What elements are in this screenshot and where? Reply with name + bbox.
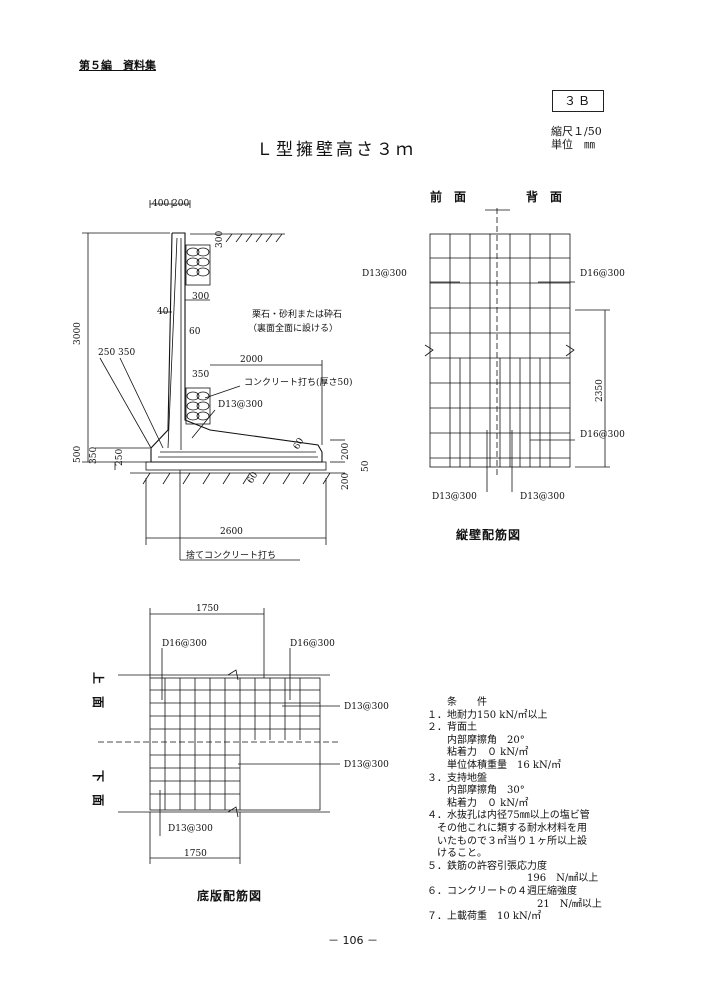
condition-line: 内部摩擦角 20° — [427, 734, 525, 746]
wall-rebar-bottom-left: D13@300 — [432, 492, 477, 502]
section-dim-500: 500 — [73, 446, 83, 463]
lean-concrete-note: 捨てコンクリート打ち — [186, 549, 276, 561]
condition-line: その他これに類する耐水材料を用 — [427, 822, 587, 834]
lean-concrete — [145, 461, 327, 471]
scale-text: 縮尺１/50 — [551, 125, 602, 138]
section-dim-300a: 300 — [215, 231, 225, 248]
wall-back-label: 背 面 — [526, 189, 562, 204]
page-number: － 106 － — [328, 934, 378, 947]
section-dim-40: 40 — [157, 307, 169, 317]
slab-rebar-right-1: D13@300 — [344, 702, 389, 712]
ground-surface-hatch — [225, 233, 283, 243]
gravel-note-line2: （裏面全面に設ける） — [248, 322, 338, 334]
condition-line: 196 N/㎟以上 — [427, 873, 599, 885]
wall-rebar-left-top: D13@300 — [362, 269, 407, 279]
condition-line: ４．水抜孔は内径75㎜以上の塩ビ管 — [427, 810, 590, 822]
condition-line: ３．支持地盤 — [427, 772, 487, 784]
section-dim-50: 50 — [361, 460, 371, 472]
wall-elevation-grid — [424, 208, 610, 492]
scale-unit-block: 縮尺１/50 単位 ㎜ — [551, 125, 602, 151]
condition-line: ７．上載荷重 10 kN/㎡ — [427, 911, 542, 923]
section-rebar-d13: D13@300 — [218, 400, 263, 410]
section-dim-200b: 200 — [341, 473, 351, 490]
slab-rebar-caption: 底版配筋図 — [197, 889, 263, 903]
condition-line: ６．コンクリートの４週圧縮強度 — [427, 885, 577, 897]
section-dim-250: 250 — [115, 449, 125, 466]
conditions-block: 条 件 １．地耐力150 kN/㎡以上 ２．背面土 内部摩擦角 20° 粘着力 … — [427, 697, 602, 924]
section-dim-350a: 350 — [192, 370, 209, 380]
wall-rebar-bottom-right: D13@300 — [520, 492, 565, 502]
slab-plan-frame — [149, 677, 321, 811]
section-header: 第５編 資料集 — [79, 59, 156, 72]
wall-outline — [150, 232, 323, 463]
condition-line: いたもので３㎡当り１ヶ所以上設 — [427, 835, 587, 847]
gravel-drain — [185, 244, 211, 425]
condition-line: 条 件 — [427, 697, 487, 708]
section-dim-top: 400 200 — [152, 199, 189, 209]
condition-line: ２．背面土 — [427, 722, 477, 734]
section-dim-2600: 2600 — [220, 527, 243, 537]
wall-rebar-right-top: D16@300 — [580, 269, 625, 279]
slab-plan-grid — [98, 608, 340, 864]
sheet-number-box: ３Ｂ — [552, 90, 604, 112]
section-dim-200a: 200 — [341, 443, 351, 460]
condition-line: 内部摩擦角 30° — [427, 785, 525, 797]
unit-text: 単位 ㎜ — [551, 138, 595, 151]
slab-dim-top: 1750 — [196, 604, 219, 614]
section-dim-2000: 2000 — [240, 355, 263, 365]
slab-rebar-right-2: D13@300 — [344, 760, 389, 770]
section-dim-250-350: 250 350 — [98, 348, 135, 358]
condition-line: 単位体積重量 16 kN/㎥ — [427, 759, 562, 771]
section-dim-350b: 350 — [89, 447, 99, 464]
concrete-note: コンクリート打ち(厚さ50) — [244, 376, 352, 388]
section-dim-300b: 300 — [192, 292, 209, 302]
drawing-title: Ｌ型擁壁高さ３ｍ — [256, 140, 416, 160]
slab-side-upper: 上 面 — [91, 672, 106, 708]
condition-line: 21 N/㎟以上 — [427, 898, 602, 910]
gravel-note-line1: 栗石・砂利または砕石 — [252, 308, 342, 320]
slab-rebar-bottom-left: D13@300 — [168, 824, 213, 834]
condition-line: ５．鉄筋の許容引張応力度 — [427, 860, 547, 872]
condition-line: 粘着力 ０ kN/㎡ — [427, 747, 529, 759]
retaining-wall-section — [82, 200, 345, 561]
condition-line: けること。 — [427, 848, 487, 860]
section-dim-60a: 60 — [189, 327, 201, 337]
slab-rebar-top-right: D16@300 — [290, 639, 335, 649]
ground-hatch — [142, 472, 331, 485]
slab-rebar-top-left: D16@300 — [162, 639, 207, 649]
section-dim-60b: 60 — [292, 436, 307, 451]
wall-front-label: 前 面 — [430, 189, 466, 204]
slab-dim-bottom: 1750 — [184, 849, 207, 859]
section-dim-3000: 3000 — [73, 322, 83, 345]
wall-rebar-caption: 縦壁配筋図 — [456, 528, 522, 542]
condition-line: １．地耐力150 kN/㎡以上 — [427, 709, 548, 721]
wall-dim-2350: 2350 — [595, 379, 605, 402]
wall-rebar-right-bottom: D16@300 — [580, 430, 625, 440]
slab-side-lower: 下 面 — [91, 770, 105, 806]
condition-line: 粘着力 ０ kN/㎡ — [427, 797, 529, 809]
